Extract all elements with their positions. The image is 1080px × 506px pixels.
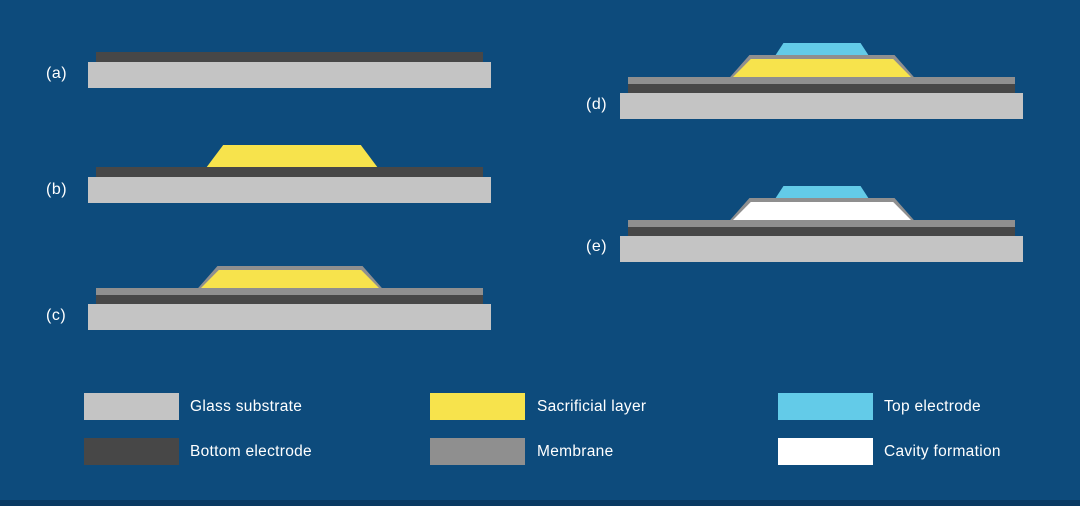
legend-swatch-sacrificial-layer <box>430 393 525 420</box>
membrane-film-layer <box>628 77 1015 85</box>
bottom-electrode-layer <box>628 84 1015 94</box>
step-label-c: (c) <box>46 307 67 324</box>
legend-label-bottom-electrode: Bottom electrode <box>190 443 312 460</box>
legend-label-sacrificial-layer: Sacrificial layer <box>537 398 647 415</box>
sacrificial-layer <box>201 270 379 288</box>
top-electrode-layer <box>775 186 869 199</box>
legend-swatch-top-electrode <box>778 393 873 420</box>
step-e-diagram <box>620 186 1023 262</box>
membrane-film-layer <box>96 288 483 296</box>
bottom-electrode-layer <box>96 167 483 178</box>
legend-label-membrane: Membrane <box>537 443 614 460</box>
cavity-layer <box>733 202 911 220</box>
step-label-e: (e) <box>586 238 608 255</box>
sacrificial-layer <box>206 145 378 168</box>
membrane-film-layer <box>628 220 1015 228</box>
legend-label-top-electrode: Top electrode <box>884 398 981 415</box>
glass-substrate-layer <box>620 93 1023 119</box>
legend-label-cavity-formation: Cavity formation <box>884 443 1001 460</box>
legend-swatch-glass-substrate <box>84 393 179 420</box>
step-d-diagram <box>620 43 1023 119</box>
step-b-diagram <box>88 145 491 203</box>
bottom-electrode-layer <box>628 227 1015 237</box>
step-c-diagram <box>88 266 491 330</box>
legend-swatch-membrane <box>430 438 525 465</box>
step-a-diagram <box>88 52 491 88</box>
glass-substrate-layer <box>88 304 491 330</box>
top-electrode-layer <box>775 43 869 56</box>
step-label-b: (b) <box>46 181 68 198</box>
glass-substrate-layer <box>620 236 1023 262</box>
legend-label-glass-substrate: Glass substrate <box>190 398 303 415</box>
glass-substrate-layer <box>88 62 491 88</box>
legend-swatch-bottom-electrode <box>84 438 179 465</box>
bottom-electrode-layer <box>96 52 483 63</box>
sacrificial-layer <box>733 59 911 77</box>
step-label-a: (a) <box>46 65 68 82</box>
bottom-border <box>0 500 1080 506</box>
glass-substrate-layer <box>88 177 491 203</box>
step-label-d: (d) <box>586 96 608 113</box>
bottom-electrode-layer <box>96 295 483 305</box>
legend-swatch-cavity-formation <box>778 438 873 465</box>
